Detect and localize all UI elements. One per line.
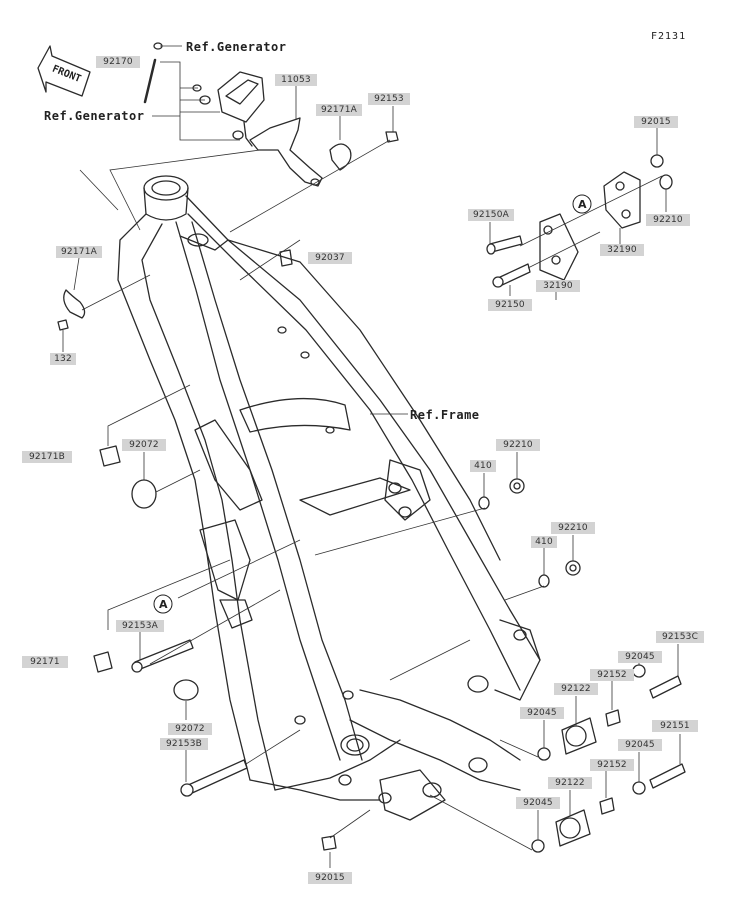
bolt-92151 — [649, 763, 686, 789]
part-label-92210-right[interactable]: 92210 — [646, 214, 690, 226]
bolt-92037 — [279, 249, 293, 267]
part-label-32190-b[interactable]: 32190 — [536, 280, 580, 292]
engine-bracket-32190 — [539, 171, 641, 281]
part-label-410-a[interactable]: 410 — [470, 460, 496, 472]
collar-92045-b — [537, 747, 551, 761]
leader-lines — [62, 45, 681, 868]
bolt-92150 — [492, 263, 531, 288]
part-label-92210-b[interactable]: 92210 — [551, 522, 595, 534]
part-label-11053[interactable]: 11053 — [275, 74, 317, 86]
part-label-92170[interactable]: 92170 — [96, 56, 140, 68]
bolt-92153b — [180, 759, 248, 797]
part-label-92171a-top[interactable]: 92171A — [316, 104, 362, 116]
part-label-92045-b[interactable]: 92045 — [520, 707, 564, 719]
front-arrow-icon: FRONT — [37, 45, 91, 97]
part-label-92210-a[interactable]: 92210 — [496, 439, 540, 451]
part-label-132[interactable]: 132 — [50, 353, 76, 365]
clamp-92171b — [99, 445, 121, 467]
clamp-92072-bottom — [173, 679, 199, 701]
part-label-92015-top[interactable]: 92015 — [634, 116, 678, 128]
collar-92152-a — [605, 709, 621, 727]
part-label-92153a[interactable]: 92153A — [116, 620, 164, 632]
part-label-92150[interactable]: 92150 — [488, 299, 532, 311]
ref-generator-left: Ref.Generator — [44, 109, 145, 123]
ref-generator-top: Ref.Generator — [186, 40, 287, 54]
roller-92122-b — [555, 809, 591, 847]
part-label-92122-a[interactable]: 92122 — [554, 683, 598, 695]
part-label-92037[interactable]: 92037 — [308, 252, 352, 264]
part-label-92122-b[interactable]: 92122 — [548, 777, 592, 789]
part-label-410-b[interactable]: 410 — [531, 536, 557, 548]
part-label-92171b[interactable]: 92171B — [22, 451, 72, 463]
svg-text:A: A — [578, 198, 587, 211]
part-label-92171[interactable]: 92171 — [22, 656, 68, 668]
part-label-92015-bottom[interactable]: 92015 — [308, 872, 352, 884]
collar-92152-b — [599, 797, 615, 815]
washer-410-a — [478, 496, 490, 510]
motorcycle-frame — [117, 175, 541, 821]
figure-code: F2131 — [651, 31, 687, 42]
clamp-92171a-left — [57, 289, 86, 331]
part-label-92153-top[interactable]: 92153 — [368, 93, 410, 105]
callout-a-upper: A — [572, 194, 592, 214]
collar-92045-d — [531, 839, 545, 853]
bolt-92153a — [131, 639, 194, 673]
nut-92015-bottom — [321, 835, 337, 851]
clamp-92171 — [93, 651, 113, 673]
generator-cover-bracket — [143, 42, 265, 147]
part-label-92045-a[interactable]: 92045 — [618, 651, 662, 663]
washer-410-b — [538, 574, 550, 588]
part-label-92153c[interactable]: 92153C — [656, 631, 704, 643]
part-label-92045-c[interactable]: 92045 — [618, 739, 662, 751]
nut-92210-b — [565, 560, 581, 576]
nut-92210-a — [509, 478, 525, 494]
collar-92045-c — [632, 781, 646, 795]
ref-frame: Ref.Frame — [410, 408, 480, 422]
part-label-92152-b[interactable]: 92152 — [590, 759, 634, 771]
collar-92045-a — [632, 664, 646, 678]
bolt-92153c — [649, 675, 682, 699]
part-label-92072-bottom[interactable]: 92072 — [168, 723, 212, 735]
callout-a-lower: A — [153, 594, 173, 614]
part-label-92171a-left[interactable]: 92171A — [56, 246, 102, 258]
part-label-92152-a[interactable]: 92152 — [590, 669, 634, 681]
part-label-92151[interactable]: 92151 — [652, 720, 698, 732]
roller-92122-a — [561, 717, 597, 755]
part-label-92153b[interactable]: 92153B — [160, 738, 208, 750]
bolt-92153-top — [385, 131, 399, 143]
clamp-92072-top — [131, 479, 157, 509]
nut-92015-top — [650, 154, 664, 168]
clamp-92171a-top — [329, 143, 352, 171]
part-label-92045-d[interactable]: 92045 — [516, 797, 560, 809]
bolt-92150a — [486, 235, 523, 255]
bracket-11053 — [249, 117, 323, 187]
part-label-92150a[interactable]: 92150A — [468, 209, 514, 221]
part-label-32190-a[interactable]: 32190 — [600, 244, 644, 256]
part-label-92072-top[interactable]: 92072 — [122, 439, 166, 451]
nut-92210-right — [659, 174, 673, 190]
svg-text:A: A — [159, 598, 168, 611]
